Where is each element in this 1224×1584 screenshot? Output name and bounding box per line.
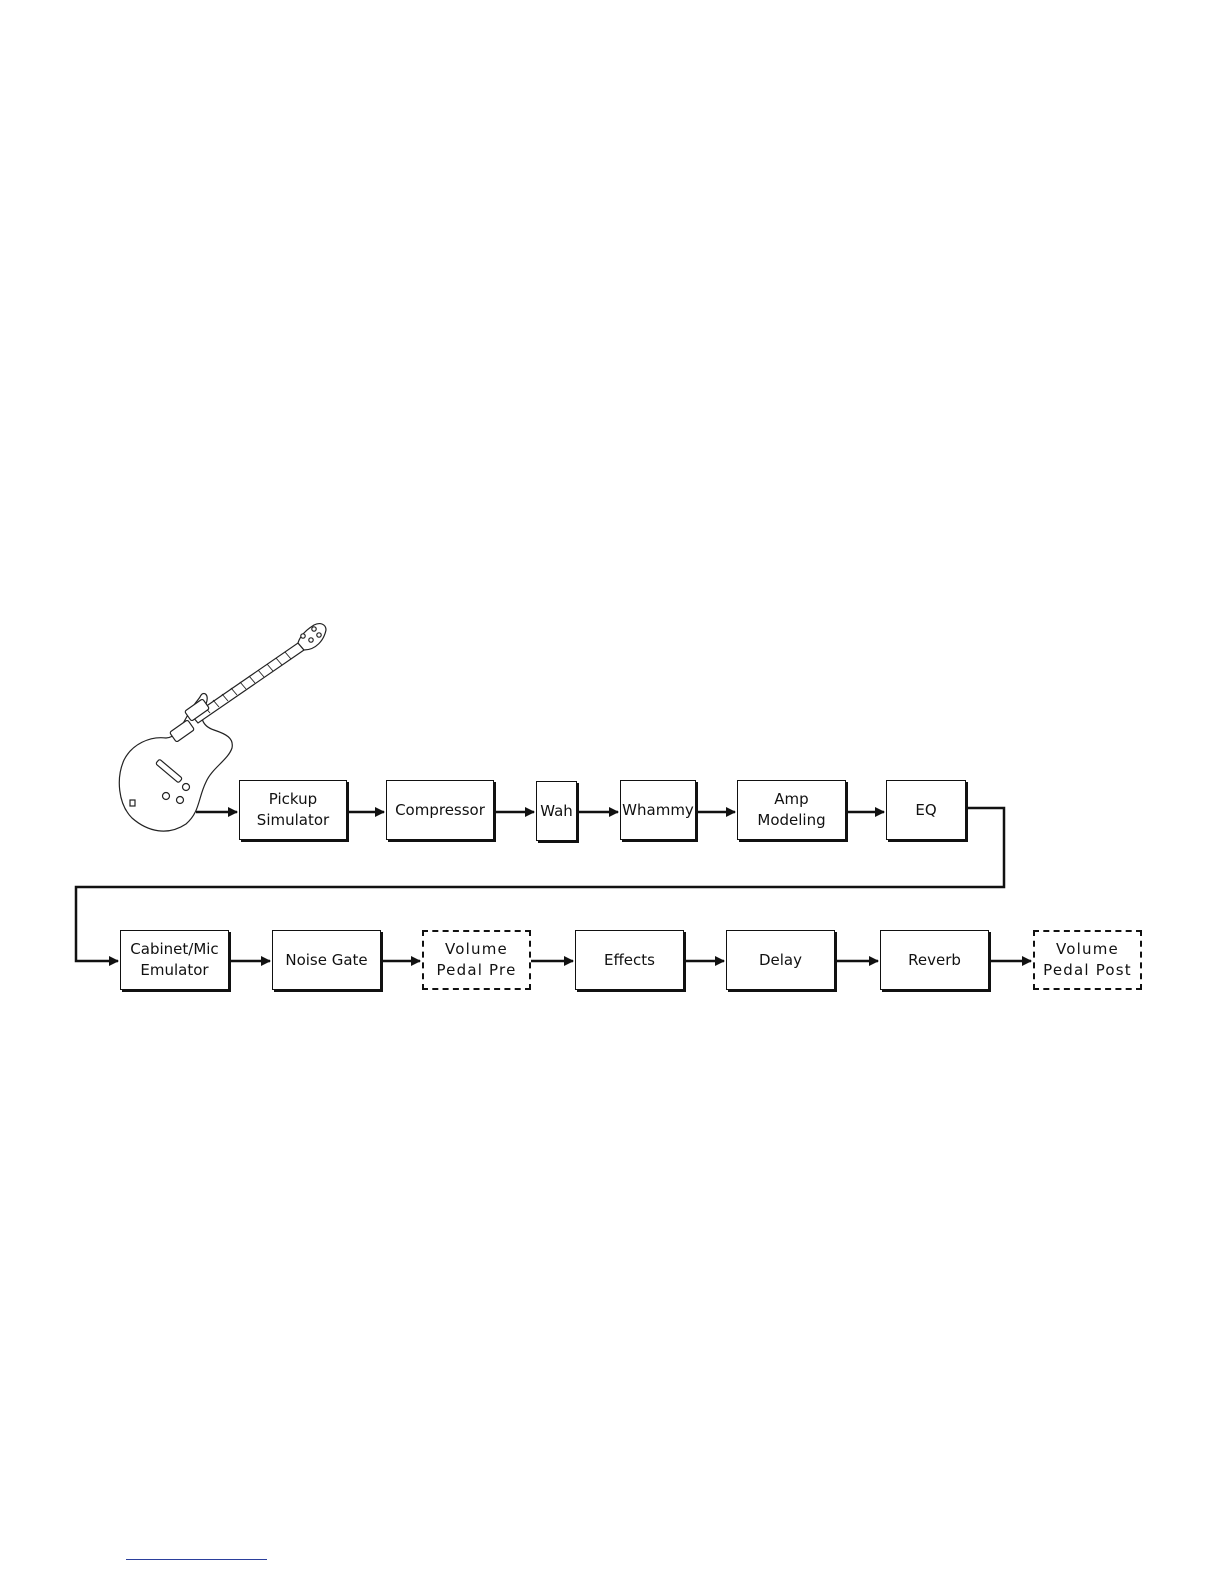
wah-block: Wah — [536, 781, 577, 841]
noise-gate-label-line: Noise Gate — [285, 950, 367, 971]
footer-rule — [126, 1559, 267, 1560]
pickup-label-line: Pickup — [257, 789, 329, 810]
delay-label-line: Delay — [759, 950, 802, 971]
whammy-label-line: Whammy — [622, 800, 694, 821]
eq-block: EQ — [886, 780, 966, 840]
volume-pre-label-line: Pedal Pre — [436, 960, 516, 981]
noise-gate-block: Noise Gate — [272, 930, 381, 990]
cabinet-label-line: Emulator — [130, 960, 218, 981]
delay-block: Delay — [726, 930, 835, 990]
reverb-block: Reverb — [880, 930, 989, 990]
compressor-block: Compressor — [386, 780, 494, 840]
eq-label-line: EQ — [915, 800, 936, 821]
compressor-label-line: Compressor — [395, 800, 485, 821]
wah-label-line: Wah — [540, 801, 573, 822]
reverb-label-line: Reverb — [908, 950, 961, 971]
cabinet-label-line: Cabinet/Mic — [130, 939, 218, 960]
whammy-block: Whammy — [620, 780, 696, 840]
volume-pre-label-line: Volume — [436, 939, 516, 960]
amp-label-line: Modeling — [757, 810, 825, 831]
pickup-label-line: Simulator — [257, 810, 329, 831]
volume-post-label-line: Volume — [1043, 939, 1132, 960]
amp-label-line: Amp — [757, 789, 825, 810]
effects-block: Effects — [575, 930, 684, 990]
effects-label-line: Effects — [604, 950, 655, 971]
volume-post-label-line: Pedal Post — [1043, 960, 1132, 981]
